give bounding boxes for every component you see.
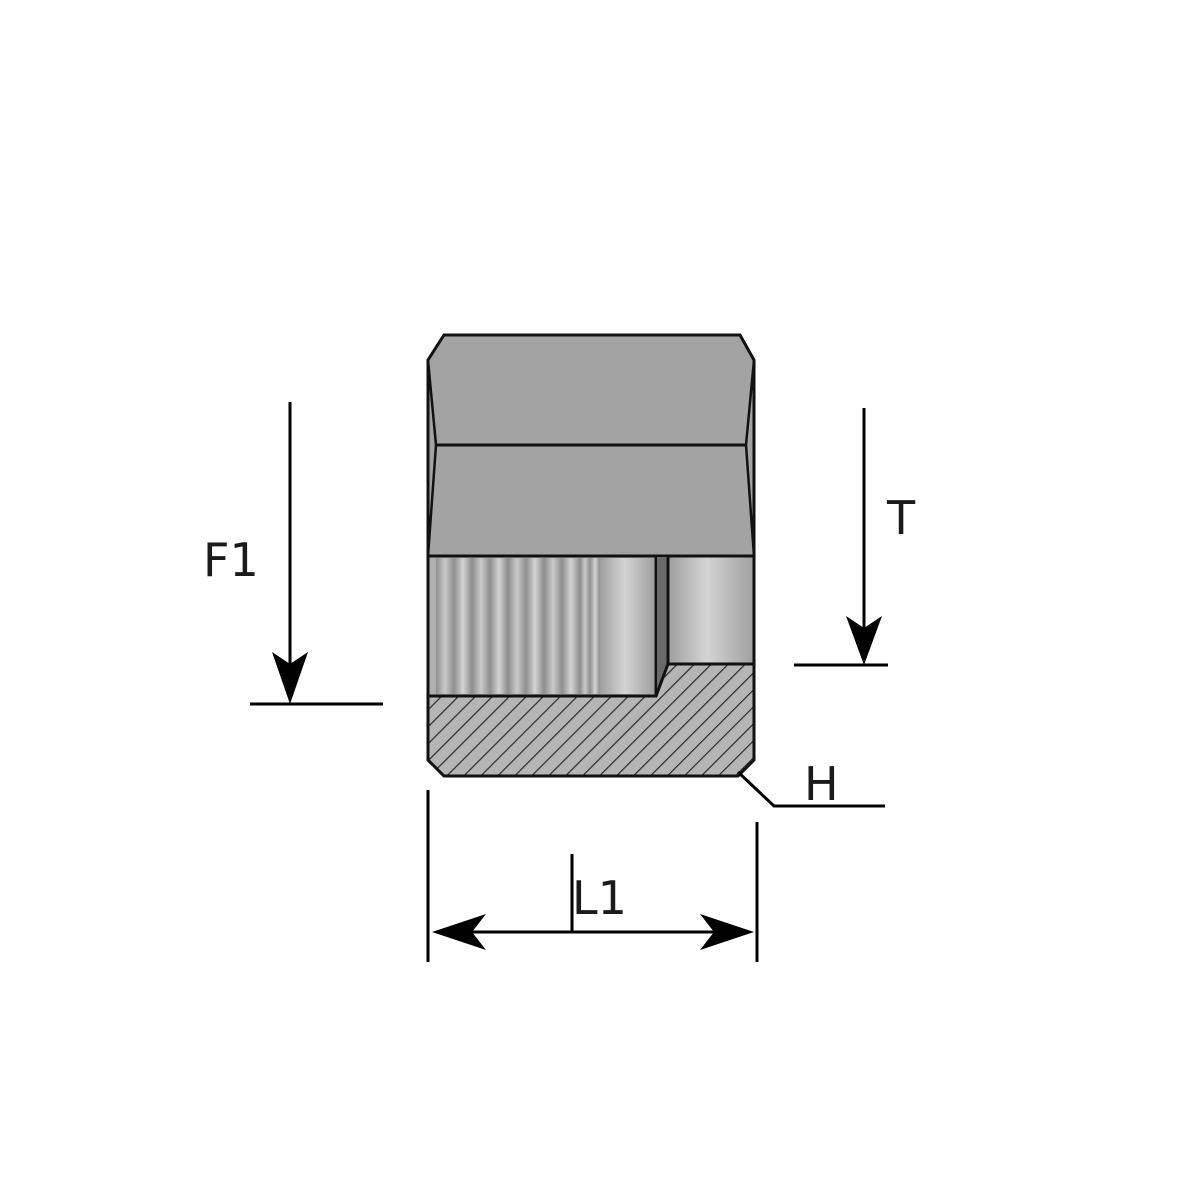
label-l1: L1: [572, 871, 627, 925]
hex-body: [426, 333, 756, 558]
label-f1: F1: [203, 533, 259, 587]
thread-ridge: [508, 558, 544, 694]
dimension-l1: L1: [426, 790, 759, 962]
dimension-t: T: [794, 408, 916, 667]
label-t: T: [886, 491, 916, 545]
thread-ridge: [472, 558, 508, 694]
dimension-f1: F1: [203, 402, 383, 706]
leader-h: H: [736, 757, 885, 811]
hatched-section: [426, 662, 756, 778]
thread-ridge: [580, 558, 600, 694]
thread-section: [426, 554, 669, 698]
thread-ridge: [436, 558, 472, 694]
label-h: H: [804, 757, 839, 811]
bore-section: [666, 554, 756, 666]
thread-ridge: [544, 558, 580, 694]
thread-runout: [600, 558, 654, 694]
